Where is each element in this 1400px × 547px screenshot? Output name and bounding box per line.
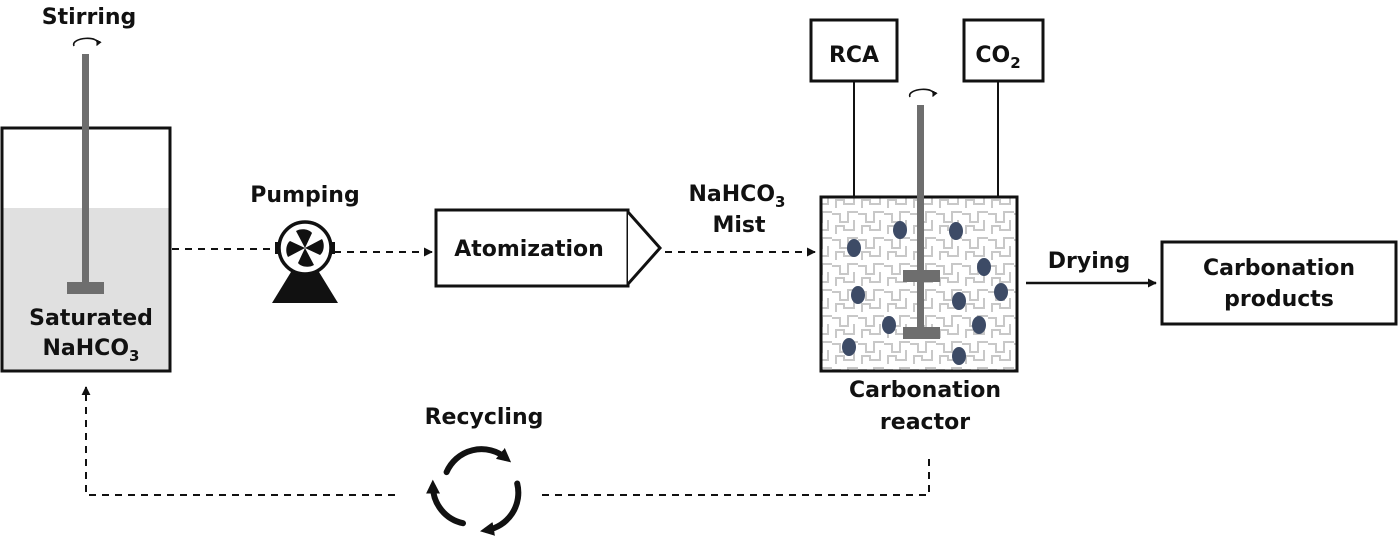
- reactor-label-line1: Carbonation: [849, 378, 1001, 403]
- carbonation-reactor: Carbonation reactor: [819, 88, 1019, 435]
- saturated-tank: Stirring Saturated NaHCO3: [0, 5, 172, 373]
- reactor-stirrer: [903, 105, 940, 339]
- pumping-label: Pumping: [250, 183, 359, 208]
- atomization-label: Atomization: [454, 237, 604, 262]
- rca-input: RCA: [809, 18, 899, 231]
- stirring-label: Stirring: [42, 5, 137, 30]
- nahco3-label: NaHCO3: [43, 336, 140, 365]
- rotation-icon: [73, 37, 102, 47]
- mist-label-line2: Mist: [712, 213, 766, 238]
- rotation-icon: [909, 88, 938, 98]
- drying-label: Drying: [1048, 249, 1130, 274]
- recycle-icon: [426, 446, 522, 536]
- recycling-label: Recycling: [425, 405, 544, 430]
- flow-lines: [81, 247, 930, 496]
- reactor-to-recycle-line: [542, 459, 930, 496]
- mist-label-line1: NaHCO3: [689, 182, 786, 211]
- co2-box: [962, 18, 1045, 83]
- pump-impeller: [286, 229, 324, 267]
- stirrer: [67, 54, 104, 294]
- co2-label: CO2: [975, 43, 1020, 72]
- carbonation-products: Carbonation products: [1160, 240, 1398, 326]
- rca-particles: [842, 221, 1008, 365]
- products-label-line1: Carbonation: [1203, 256, 1355, 281]
- recycle-to-tank-line: [81, 386, 395, 496]
- nozzle-icon: [626, 211, 663, 285]
- co2-input: CO2: [962, 18, 1045, 231]
- products-label-line2: products: [1224, 287, 1334, 312]
- rca-label: RCA: [829, 43, 879, 68]
- products-box: [1160, 240, 1398, 326]
- rca-box: [809, 18, 899, 83]
- reactor-label-line2: reactor: [880, 410, 970, 435]
- pump-base: [272, 272, 338, 303]
- pump: Pumping: [250, 183, 360, 303]
- saturated-label: Saturated: [29, 306, 153, 331]
- atomization-unit: Atomization: [434, 208, 663, 288]
